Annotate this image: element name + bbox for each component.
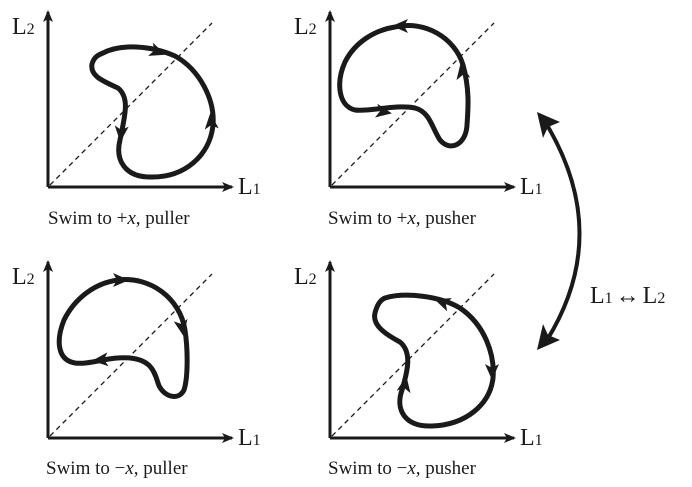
- loop-curve: [56, 277, 190, 399]
- direction-arrow-head: [456, 63, 471, 81]
- double-headed-arc-arrow: [545, 123, 582, 342]
- panel-caption: Swim to −x, pusher: [328, 458, 477, 479]
- arrow-head-bottom: [537, 324, 560, 350]
- arrow-head-top: [537, 112, 560, 138]
- swap-label: L1↔L2: [590, 283, 665, 309]
- direction-arrow-head: [113, 273, 129, 287]
- direction-arrow-head: [434, 298, 452, 312]
- direction-arrow-head: [204, 113, 219, 130]
- direction-arrow-head: [114, 125, 129, 142]
- direction-arrow-head: [485, 364, 499, 380]
- direction-arrow-head: [392, 19, 408, 33]
- loop-curve: [372, 292, 496, 429]
- diagonal-line: [331, 22, 495, 186]
- panel-bottom-right: L2 L1 Swim to −x, pusher: [294, 260, 543, 479]
- x-axis-label: L1: [238, 174, 261, 200]
- diagonal-line: [49, 273, 213, 437]
- y-axis-label: L2: [12, 264, 35, 290]
- panel-top-right: L2 L1 Swim to +x, pusher: [294, 10, 543, 229]
- diagonal-line: [331, 273, 495, 437]
- panel-caption: Swim to −x, puller: [46, 458, 188, 479]
- swap-indicator: L1↔L2: [537, 112, 665, 350]
- loop-curve: [89, 44, 216, 180]
- direction-arrow-head: [173, 318, 188, 336]
- direction-arrow-head: [92, 352, 109, 367]
- diagonal-line: [49, 22, 213, 186]
- x-axis-label: L1: [238, 425, 261, 451]
- direction-arrow-head: [374, 103, 392, 118]
- panel-bottom-left: L2 L1 Swim to −x, puller: [12, 260, 261, 479]
- loop-curve: [337, 23, 471, 149]
- panel-caption: Swim to +x, pusher: [328, 208, 477, 229]
- direction-arrow-head: [396, 376, 411, 394]
- panel-caption: Swim to +x, puller: [48, 208, 190, 229]
- y-axis-label: L2: [12, 14, 35, 40]
- panel-top-left: L2 L1 Swim to +x, puller: [12, 10, 261, 229]
- direction-arrow-head: [148, 42, 166, 56]
- x-axis-label: L1: [520, 174, 543, 200]
- y-axis-label: L2: [294, 14, 317, 40]
- y-axis-label: L2: [294, 264, 317, 290]
- x-axis-label: L1: [520, 425, 543, 451]
